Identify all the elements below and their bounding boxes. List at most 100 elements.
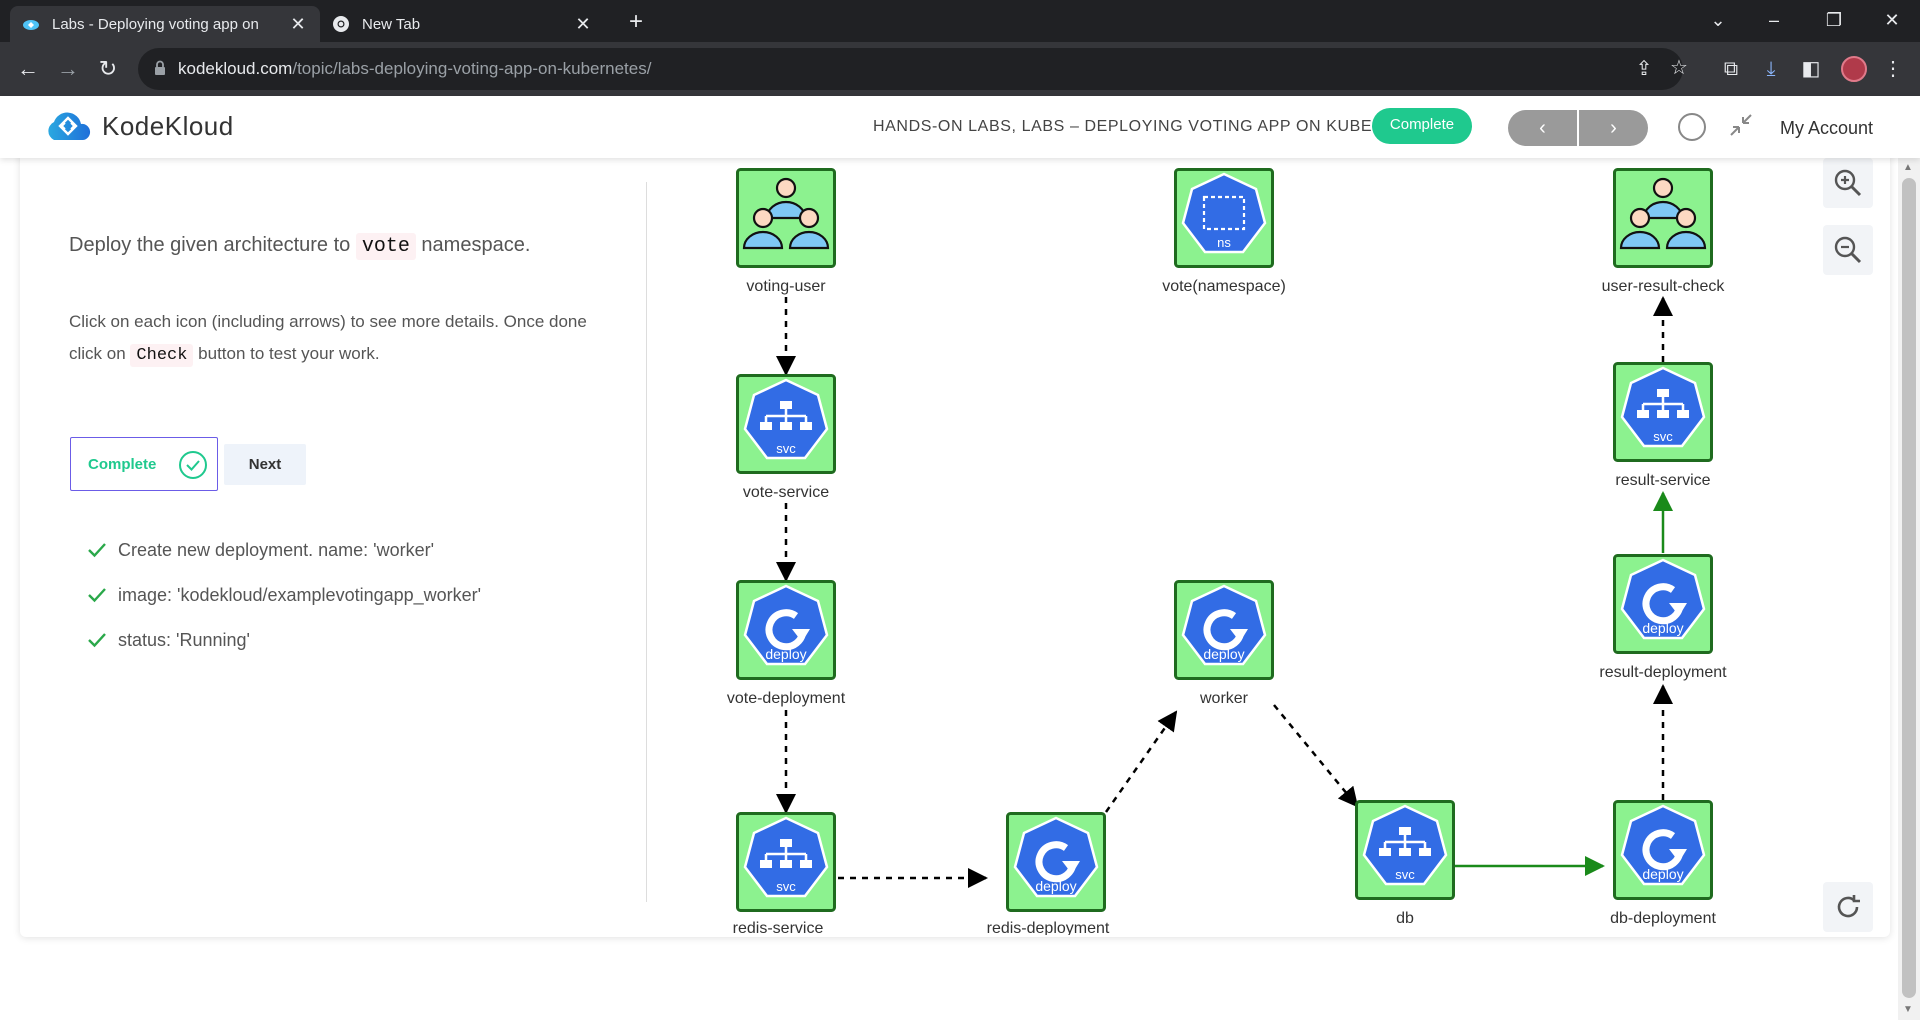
tab-search-chevron-icon[interactable]: ⌄: [1710, 10, 1726, 30]
panel-divider: [646, 182, 647, 902]
deploy-icon: deploy: [1613, 554, 1713, 654]
node-vote-service[interactable]: svc: [736, 374, 836, 474]
bookmark-star-icon[interactable]: ☆: [1670, 57, 1688, 79]
breadcrumb[interactable]: HANDS-ON LABS, LABS – DEPLOYING VOTING A…: [873, 118, 1388, 135]
url-text: kodekloud.com/topic/labs-deploying-votin…: [178, 59, 652, 78]
node-redis-deployment[interactable]: deploy: [1006, 812, 1106, 912]
zoom-in-button[interactable]: [1823, 158, 1873, 208]
reset-view-button[interactable]: [1823, 882, 1873, 932]
kodekloud-logo[interactable]: KodeKloud: [42, 110, 234, 142]
close-icon[interactable]: ✕: [290, 13, 306, 34]
pager-divider: [1577, 110, 1579, 146]
tab-new-tab[interactable]: New Tab ✕: [320, 6, 605, 42]
new-tab-plus-icon[interactable]: +: [628, 8, 643, 35]
node-label-worker[interactable]: worker: [1199, 690, 1248, 707]
node-label-vote-deployment[interactable]: vote-deployment: [726, 690, 846, 707]
node-result-deployment[interactable]: deploy: [1613, 554, 1713, 654]
brand-name: KodeKloud: [102, 110, 234, 141]
profile-avatar[interactable]: [1841, 56, 1867, 82]
users-icon: [1613, 168, 1713, 268]
checkmark-icon: [88, 588, 106, 603]
deploy-icon: deploy: [1613, 800, 1713, 900]
dark-mode-moon-icon[interactable]: [1677, 112, 1707, 142]
node-user-result-check[interactable]: [1613, 168, 1713, 268]
prev-lesson-button[interactable]: ‹: [1539, 117, 1546, 139]
scroll-up-icon[interactable]: ▲: [1903, 162, 1913, 173]
node-voting-user[interactable]: [736, 168, 836, 268]
instructions-title: Deploy the given architecture to vote na…: [69, 233, 531, 260]
zoom-out-button[interactable]: [1823, 225, 1873, 275]
extensions-puzzle-icon[interactable]: ⧉: [1723, 58, 1739, 80]
more-menu-icon[interactable]: ⋮: [1883, 58, 1903, 80]
node-label-db-deployment[interactable]: db-deployment: [1610, 910, 1716, 927]
node-db[interactable]: svc: [1355, 800, 1455, 900]
users-icon: [736, 168, 836, 268]
svc-icon: svc: [736, 812, 836, 912]
node-label-result-service[interactable]: result-service: [1615, 472, 1711, 489]
node-badge: ns: [1217, 235, 1231, 250]
checkmark-icon: [88, 633, 106, 648]
back-arrow-icon[interactable]: ←: [17, 56, 39, 81]
node-label-redis-deployment[interactable]: redis-deployment: [986, 920, 1110, 935]
lock-icon: [155, 60, 165, 75]
node-db-deployment[interactable]: deploy: [1613, 800, 1713, 900]
node-badge: deploy: [1642, 866, 1683, 882]
node-worker[interactable]: deploy: [1174, 580, 1274, 680]
list-item: status: 'Running': [88, 626, 481, 671]
svc-icon: svc: [1613, 362, 1713, 462]
complete-label: Complete: [88, 456, 157, 473]
node-badge: deploy: [1035, 878, 1076, 894]
lesson-pager: ‹ ›: [1508, 110, 1648, 146]
side-panel-icon[interactable]: ◧: [1801, 58, 1821, 80]
node-vote-deployment[interactable]: deploy: [736, 580, 836, 680]
address-bar[interactable]: kodekloud.com/topic/labs-deploying-votin…: [138, 48, 1688, 90]
node-badge: deploy: [765, 646, 806, 662]
status-badge: Complete: [1372, 108, 1472, 144]
node-label-vote-namespace[interactable]: vote(namespace): [1162, 278, 1286, 295]
next-lesson-button[interactable]: ›: [1610, 117, 1617, 139]
reload-icon[interactable]: ↻: [98, 56, 118, 81]
node-label-db[interactable]: db: [1396, 910, 1414, 927]
node-badge: svc: [1395, 867, 1415, 882]
restore-icon[interactable]: ❐: [1825, 10, 1843, 30]
node-label-voting-user[interactable]: voting-user: [746, 278, 826, 295]
window-close-icon[interactable]: ✕: [1884, 10, 1900, 30]
node-redis-service[interactable]: svc: [736, 812, 836, 912]
browser-tab-bar: Labs - Deploying voting app on ✕ New Tab…: [0, 0, 1920, 42]
node-result-service[interactable]: svc: [1613, 362, 1713, 462]
tab-labs[interactable]: Labs - Deploying voting app on ✕: [10, 6, 320, 42]
deploy-icon: deploy: [736, 580, 836, 680]
my-account-link[interactable]: My Account: [1780, 118, 1874, 138]
scrollbar-thumb[interactable]: [1902, 178, 1916, 998]
kodekloud-cloud-icon: [48, 112, 91, 140]
instructions-body: Click on each icon (including arrows) to…: [69, 312, 587, 367]
node-badge: deploy: [1203, 646, 1244, 662]
svc-icon: svc: [1355, 800, 1455, 900]
zoom-in-icon: [1834, 169, 1862, 197]
checkmark-icon: [88, 543, 106, 558]
forward-arrow-icon[interactable]: →: [57, 56, 79, 81]
node-label-vote-service[interactable]: vote-service: [742, 484, 830, 501]
share-icon[interactable]: ⇪: [1635, 58, 1653, 80]
chrome-icon: [333, 16, 349, 32]
complete-button[interactable]: Complete: [70, 437, 218, 491]
site-header: KodeKloud HANDS-ON LABS, LABS – DEPLOYIN…: [0, 96, 1920, 158]
page-scrollbar[interactable]: ▲ ▼: [1898, 158, 1920, 1020]
collapse-arrows-icon[interactable]: [1726, 112, 1756, 142]
node-label-redis-service[interactable]: redis-service: [732, 920, 824, 935]
page-body: [0, 142, 1898, 1020]
next-button[interactable]: Next: [224, 444, 306, 485]
node-label-result-deployment[interactable]: result-deployment: [1599, 664, 1727, 681]
check-code: Check: [130, 344, 194, 367]
close-icon[interactable]: ✕: [575, 13, 591, 34]
minimize-icon[interactable]: –: [1768, 10, 1779, 30]
node-label-user-result-check[interactable]: user-result-check: [1601, 278, 1725, 295]
scroll-down-icon[interactable]: ▼: [1903, 1004, 1913, 1015]
node-vote-namespace[interactable]: ns: [1174, 168, 1274, 268]
download-icon[interactable]: ⤓: [1766, 58, 1776, 80]
ns-icon: ns: [1174, 168, 1274, 268]
deploy-icon: deploy: [1006, 812, 1106, 912]
task-checklist: Create new deployment. name: 'worker' im…: [88, 536, 481, 671]
node-badge: svc: [1653, 429, 1673, 444]
list-item: Create new deployment. name: 'worker': [88, 536, 481, 581]
